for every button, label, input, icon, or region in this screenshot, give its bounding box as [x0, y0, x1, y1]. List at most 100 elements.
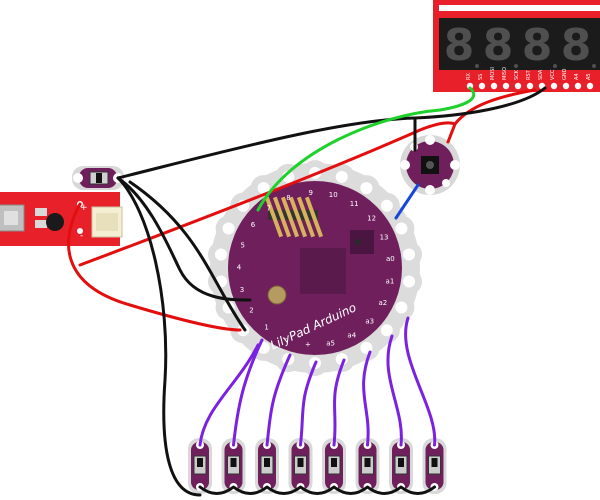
- display-digit: 8: [561, 20, 596, 71]
- display-pin-hole: [574, 82, 582, 90]
- wiring: [67, 86, 547, 497]
- lilypad-pin-label: a3: [365, 318, 374, 326]
- lilypad-pin-hole: [395, 301, 408, 314]
- lilypad-pin-label: 11: [350, 200, 359, 208]
- lilypad-pin-hole: [335, 353, 348, 366]
- display-pin-label: SDA: [538, 69, 544, 80]
- display-digit: 8: [444, 20, 479, 71]
- lilypad-pin-hole: [214, 248, 227, 261]
- lilypad-pin-label: a5: [326, 339, 335, 347]
- battery-charger-board: + -: [0, 192, 123, 246]
- wire-signal-blue: [394, 183, 420, 220]
- bottom-switch: [221, 438, 246, 494]
- display-pin-label: MOSI: [490, 67, 496, 80]
- wire-power-sensor: [78, 88, 537, 267]
- header-pin: [296, 196, 316, 238]
- display-pin-label: RX: [466, 73, 472, 80]
- wire-button-lead: [386, 334, 403, 447]
- display-decimal-point: [514, 64, 518, 68]
- display-pin-hole: [550, 82, 558, 90]
- display-digit: 8: [522, 20, 557, 71]
- lilypad-pin-label: +: [305, 341, 311, 349]
- lilypad-pin-label: 10: [329, 191, 338, 199]
- display-pin-hole: [478, 82, 486, 90]
- lilypad-pin-hole: [237, 324, 250, 337]
- light-sensor-board: [400, 135, 460, 195]
- lilypad-pin-hole: [395, 222, 408, 235]
- lilypad-pin-label: 3: [240, 286, 244, 294]
- lilypad-pin-label: a2: [378, 299, 387, 307]
- lilypad-pin-label: 7: [266, 205, 270, 213]
- header-pin: [280, 196, 300, 238]
- lilypad-pin-label: 12: [367, 214, 376, 222]
- display-decimal-point: [475, 64, 479, 68]
- display-digit-text: 8: [444, 20, 475, 71]
- display-pin-hole: [526, 82, 534, 90]
- lilypad-pin-label: -: [285, 335, 288, 343]
- wire-power-sensor-drop: [446, 122, 457, 144]
- header-pin: [264, 196, 284, 238]
- bottom-switch: [188, 438, 212, 494]
- header-pin: [304, 196, 324, 238]
- display-digit-text: 8: [522, 20, 553, 71]
- display-pin-hole: [502, 82, 510, 90]
- lilypad-pin-label: 6: [251, 221, 256, 229]
- lilypad-pin-label: a1: [386, 278, 395, 286]
- lilypad-pin-label: 4: [237, 264, 242, 272]
- display-decimal-point: [592, 64, 596, 68]
- wire-ground-zigzag: [198, 485, 436, 495]
- wire-button-lead: [362, 350, 372, 447]
- display-pin-label: A5: [586, 73, 592, 80]
- wire-ground-switches: [116, 176, 202, 497]
- wire-button-lead: [404, 316, 437, 447]
- lilypad-pin-hole: [403, 275, 416, 288]
- lilypad-pin-label: 5: [241, 241, 245, 249]
- display-pin-label: SCK: [514, 69, 520, 80]
- display-digit-text: 8: [483, 20, 514, 71]
- header-pin: [288, 196, 308, 238]
- display-pin-label: GND: [562, 68, 568, 80]
- ftdi-header: [264, 196, 324, 238]
- display-pin-hole: [514, 82, 522, 90]
- display-decimal-point: [553, 64, 557, 68]
- lilypad-pin-hole: [360, 182, 373, 195]
- battery-minus-label: -: [80, 231, 83, 241]
- display-digit-text: 8: [561, 20, 592, 71]
- lilypad-pin-label: 2: [249, 307, 253, 315]
- display-pin-label: RST: [526, 69, 532, 80]
- wire-button-lead: [198, 343, 260, 447]
- display-pin-hole: [490, 82, 498, 90]
- wire-power-display: [67, 202, 242, 332]
- display-digit: 8: [483, 20, 518, 71]
- header-pin: [272, 196, 292, 238]
- lilypad-pin-label: 9: [308, 189, 312, 197]
- display-pin-label: A4: [574, 73, 580, 80]
- battery-plus-label: +: [80, 203, 88, 213]
- lilypad-pin-label: 8: [286, 194, 290, 202]
- wire-ground-lilypad-minus: [128, 180, 247, 332]
- bottom-switch-row: [188, 438, 447, 494]
- lilypad-pin-hole: [380, 324, 393, 337]
- lilypad-pin-hole: [403, 248, 416, 261]
- lilypad-pin-hole: [222, 222, 235, 235]
- wire-ground-lilypad: [116, 176, 252, 302]
- bottom-switch: [322, 438, 346, 494]
- power-switch-board: [72, 166, 124, 190]
- bottom-switch: [355, 438, 380, 494]
- lilypad-pin-label: a4: [347, 331, 356, 339]
- display-pin-hole: [586, 82, 594, 90]
- lilypad-pin-hole: [380, 199, 393, 212]
- bottom-switch: [389, 438, 413, 494]
- lilypad-pin-label: a0: [386, 255, 395, 263]
- wire-signal-green: [256, 86, 476, 212]
- wire-button-lead: [232, 338, 264, 447]
- lilypad-pin-label: 13: [380, 233, 389, 241]
- display-pin-label: MISO: [502, 67, 508, 80]
- lilypad-pin-hole: [335, 170, 348, 183]
- wire-button-lead: [265, 353, 292, 447]
- display-pin-hole: [562, 82, 570, 90]
